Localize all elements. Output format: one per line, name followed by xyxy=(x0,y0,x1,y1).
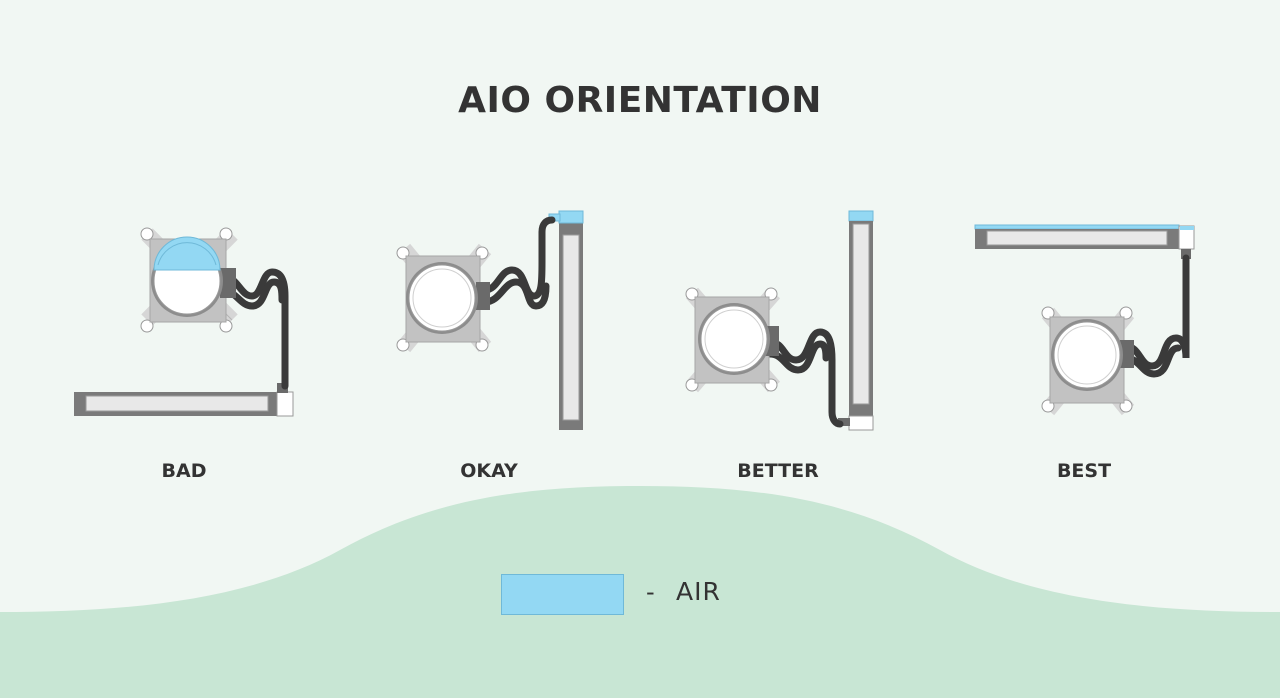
radiator-okay xyxy=(548,210,584,430)
label-okay: OKAY xyxy=(460,460,518,482)
legend-dash: - xyxy=(646,578,655,606)
pump-bad xyxy=(140,227,238,333)
page-title: AIO ORIENTATION xyxy=(458,80,822,121)
config-best xyxy=(974,224,1195,416)
radiator-bad xyxy=(74,383,294,417)
label-better: BETTER xyxy=(737,460,819,482)
config-better xyxy=(685,210,874,431)
config-bad xyxy=(74,227,294,417)
config-okay xyxy=(396,210,584,430)
label-best: BEST xyxy=(1056,460,1112,482)
tubes-bad xyxy=(218,268,289,390)
pump-best xyxy=(1041,306,1135,416)
tubes-better xyxy=(766,328,844,428)
radiator-better xyxy=(838,210,874,431)
label-bad: BAD xyxy=(161,460,207,482)
legend-air-label: AIR xyxy=(676,577,721,606)
legend-air-swatch xyxy=(501,574,624,615)
tubes-best xyxy=(1121,254,1190,378)
pump-okay xyxy=(396,243,492,353)
pump-better xyxy=(685,287,781,393)
tubes-okay xyxy=(481,216,556,310)
radiator-best xyxy=(974,224,1195,259)
